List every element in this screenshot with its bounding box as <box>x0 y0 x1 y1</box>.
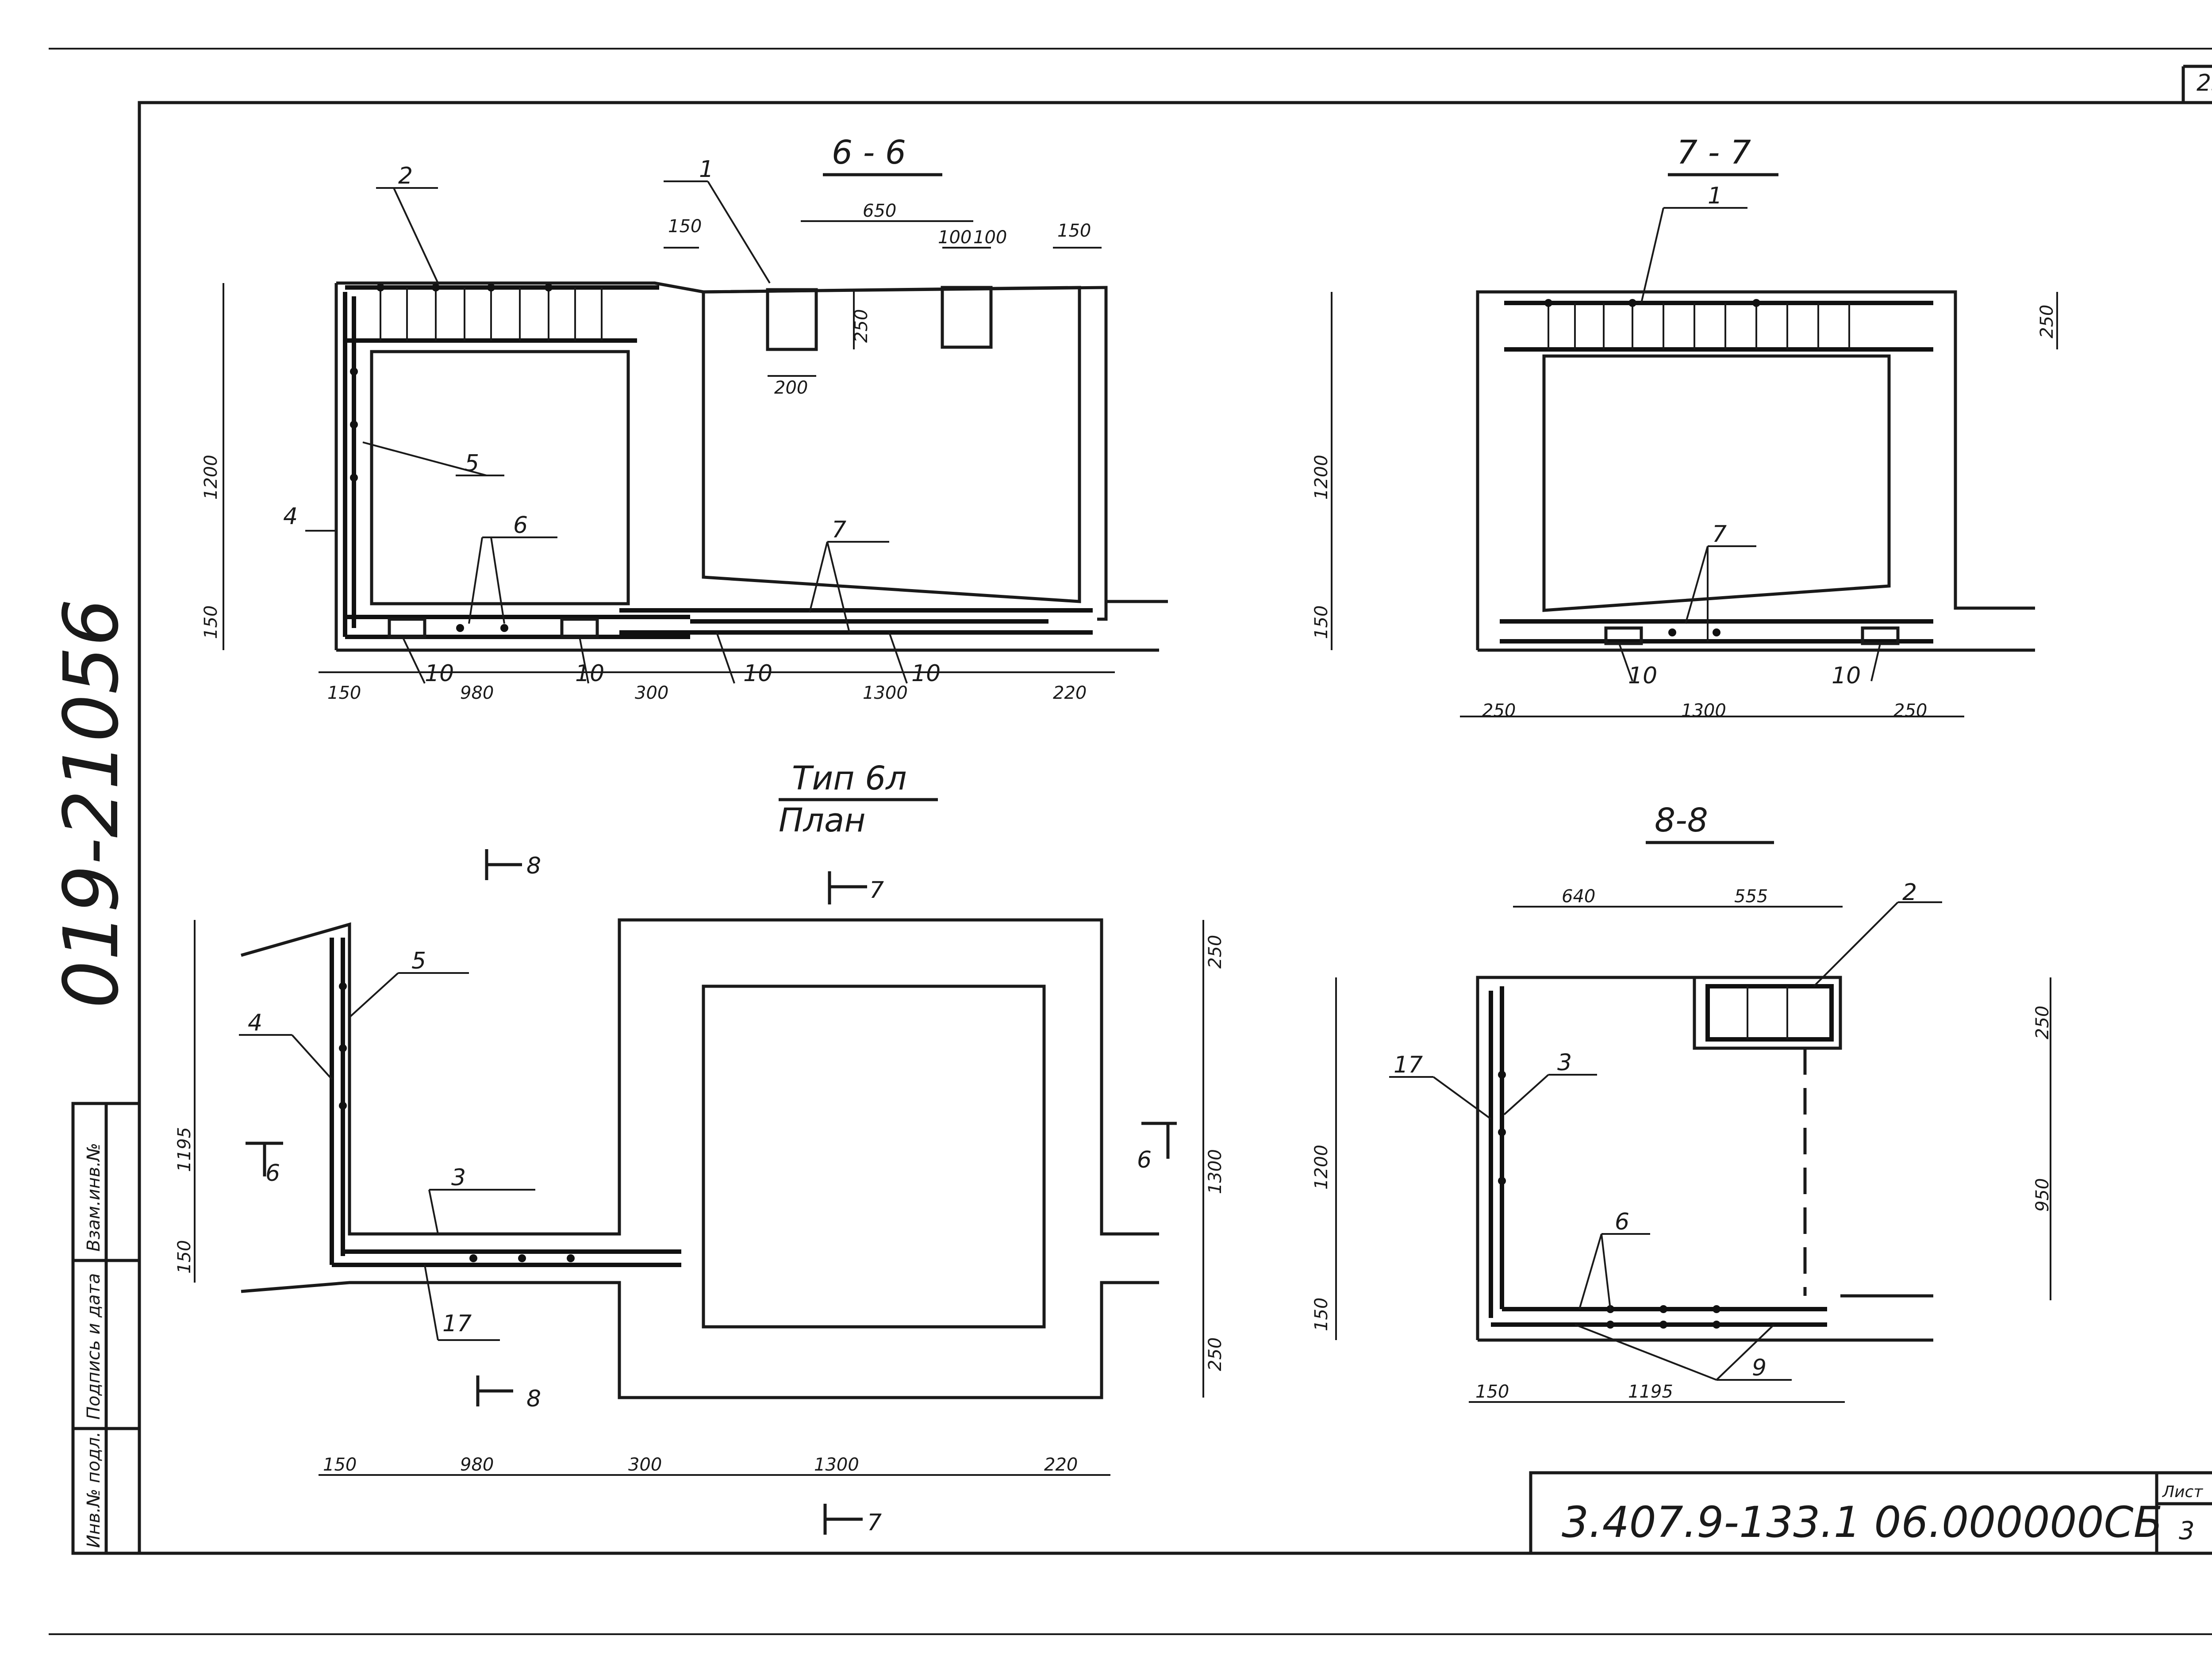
plan-dim-bottom-4: 1300 <box>814 1455 859 1475</box>
s88-dim-right-2: 950 <box>2032 1178 2053 1212</box>
stamp-inv-label: Инв.№ подл. <box>84 1432 104 1548</box>
s88-dim-top-1: 640 <box>1562 886 1595 907</box>
s77-dim-left-2: 150 <box>1311 605 1332 639</box>
s66-callout-10b: 10 <box>575 660 604 687</box>
s66-dim-top-1: 150 <box>668 216 702 237</box>
s66-callout-5: 5 <box>465 450 479 477</box>
s66-callout-6: 6 <box>513 512 528 539</box>
s77-dim-left-1: 1200 <box>1311 455 1332 500</box>
s66-dim-250: 250 <box>851 309 872 343</box>
s88-callout-2: 2 <box>1902 879 1917 906</box>
s66-dim-top-3: 100 <box>938 227 972 248</box>
s66-dim-bottom-4: 1300 <box>863 683 908 703</box>
plan-callout-3: 3 <box>451 1165 466 1191</box>
s66-dims-bottom: 150 980 300 1300 220 <box>327 683 1087 703</box>
s66-dim-left-2: 150 <box>201 605 221 639</box>
s66-dim-top-4: 100 <box>973 227 1007 248</box>
s88-dim-left-1: 1200 <box>1311 1145 1332 1190</box>
section-7-7: 7 - 7 1200 150 250 250 1300 250 <box>1311 134 2058 721</box>
plan-callout-5: 5 <box>411 948 426 974</box>
s77-dim-bottom-1: 250 <box>1482 701 1516 721</box>
s88-dim-bottom-2: 1195 <box>1628 1382 1673 1402</box>
plan-dim-bottom-5: 220 <box>1044 1455 1078 1475</box>
plan-subtitle: План <box>779 801 866 839</box>
title-block: 3.407.9-133.1 06.000000СБ Лист 3 <box>1529 1471 2212 1555</box>
plan-view: Тип 6л План 8 7 6 6 8 7 <box>174 759 1225 1536</box>
plan-dim-bottom-3: 300 <box>628 1455 662 1475</box>
s88-dim-left-2: 150 <box>1311 1298 1332 1331</box>
s77-callout-10b: 10 <box>1832 663 1861 689</box>
plan-dim-bottom-1: 150 <box>323 1455 357 1475</box>
plan-callout-4: 4 <box>248 1010 262 1036</box>
s88-dim-top-2: 555 <box>1734 886 1768 907</box>
s66-callout-1: 1 <box>699 156 714 183</box>
plan-dim-left-2: 150 <box>174 1240 195 1274</box>
sheet-frame: 25 <box>49 48 2212 1635</box>
plan-title: Тип 6л <box>792 759 907 797</box>
plan-dim-right-2: 1300 <box>1205 1149 1225 1194</box>
s77-dim-bottom-2: 1300 <box>1681 701 1726 721</box>
s88-dim-right-1: 250 <box>2032 1006 2053 1039</box>
s66-callout-10a: 10 <box>425 660 454 687</box>
s88-callout-9: 9 <box>1752 1355 1767 1381</box>
archive-number-label: 019-21056 <box>48 598 135 1008</box>
s66-dim-left-1: 1200 <box>201 455 221 500</box>
s88-dim-bottom-1: 150 <box>1475 1382 1509 1402</box>
sheet-label: Лист <box>2162 1483 2203 1501</box>
document-code: 3.407.9-133.1 06.000000СБ <box>1562 1498 2162 1547</box>
s66-dim-bottom-3: 300 <box>635 683 668 703</box>
s66-callout-4: 4 <box>283 503 298 530</box>
s88-callout-17: 17 <box>1394 1052 1423 1078</box>
plan-mark-8-bottom: 8 <box>526 1386 541 1412</box>
section-8-8: 8-8 640 555 1200 150 250 950 150 1195 <box>1311 801 2053 1403</box>
s66-dim-top-5: 150 <box>1057 221 1091 241</box>
s66-dim-bottom-5: 220 <box>1053 683 1087 703</box>
stamp-replace-label: Взам.инв.№ <box>84 1143 104 1252</box>
s66-dim-200: 200 <box>774 378 808 398</box>
plan-mark-6-left: 6 <box>265 1160 280 1187</box>
s66-callout-10c: 10 <box>743 660 772 687</box>
s77-callout-7: 7 <box>1712 521 1727 548</box>
s88-callout-3: 3 <box>1557 1050 1572 1076</box>
s66-dim-bottom-1: 150 <box>327 683 361 703</box>
plan-dim-right-3: 250 <box>1205 1337 1225 1371</box>
stamp-sign-label: Подпись и дата <box>84 1273 104 1420</box>
page-number: 25 <box>2197 70 2212 96</box>
section-6-6-title: 6 - 6 <box>832 134 906 172</box>
s77-dim-bottom-3: 250 <box>1893 701 1927 721</box>
section-7-7-title: 7 - 7 <box>1677 134 1751 172</box>
plan-mark-7-top: 7 <box>869 877 884 904</box>
s66-callout-10d: 10 <box>911 660 941 687</box>
plan-mark-8-top: 8 <box>526 853 541 879</box>
s66-dims-top: 150 650 100 100 150 <box>668 201 1091 248</box>
s66-callout-2: 2 <box>398 163 413 189</box>
section-6-6: 6 - 6 <box>201 134 1168 703</box>
archive-number: 019-21056 <box>48 598 135 1008</box>
s66-dim-top-2: 650 <box>863 201 896 221</box>
s66-callouts: 1 2 4 5 6 7 10 10 10 10 <box>283 156 941 687</box>
s77-dim-right-1: 250 <box>2037 305 2057 338</box>
plan-mark-6-right: 6 <box>1137 1147 1152 1173</box>
plan-callout-17: 17 <box>442 1310 472 1337</box>
section-8-8-title: 8-8 <box>1655 801 1708 839</box>
plan-mark-7-bottom: 7 <box>867 1509 882 1536</box>
plan-dim-bottom-2: 980 <box>460 1455 494 1475</box>
s77-callout-10a: 10 <box>1628 663 1657 689</box>
side-stamp: Инв.№ подл. Подпись и дата Взам.инв.№ <box>71 1102 141 1555</box>
s66-dim-bottom-2: 980 <box>460 683 494 703</box>
plan-dim-left-1: 1195 <box>174 1127 195 1172</box>
s77-callout-1: 1 <box>1708 183 1722 209</box>
sheet-number: 3 <box>2179 1517 2195 1545</box>
s66-callout-7: 7 <box>832 517 846 543</box>
plan-dim-right-1: 250 <box>1205 935 1225 969</box>
s88-callout-6: 6 <box>1615 1209 1629 1235</box>
